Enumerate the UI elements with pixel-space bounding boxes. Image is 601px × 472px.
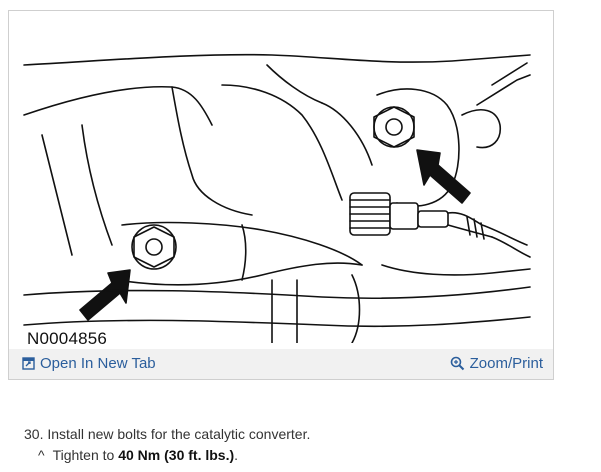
- oxygen-sensor: [349, 192, 531, 258]
- open-in-new-tab-icon: [22, 357, 35, 370]
- figure-action-bar: Open In New Tab Zoom/Print: [9, 349, 553, 379]
- torque-spec: 40 Nm (30 ft. lbs.): [118, 447, 235, 463]
- substep-prefix: Tighten to: [52, 447, 119, 463]
- lower-arrow: [79, 269, 131, 321]
- upper-arrow: [416, 149, 471, 204]
- figure-container: N0004856 Open In New Tab Zoom/Print: [8, 10, 554, 380]
- zoom-print-link[interactable]: Zoom/Print: [450, 355, 543, 372]
- open-in-new-tab-link[interactable]: Open In New Tab: [22, 355, 156, 372]
- instruction-substep: ^ Tighten to 40 Nm (30 ft. lbs.).: [38, 447, 238, 463]
- instruction-step: 30. Install new bolts for the catalytic …: [24, 426, 311, 442]
- upper-bolt: [373, 106, 415, 148]
- substep-marker: ^: [38, 447, 45, 463]
- catalytic-converter-bolt-illustration: [23, 53, 531, 343]
- zoom-print-label: Zoom/Print: [469, 355, 543, 372]
- figure-id-label: N0004856: [27, 329, 108, 348]
- magnifier-zoom-icon: [450, 356, 464, 371]
- substep-suffix: .: [234, 447, 239, 463]
- lower-bolt: [131, 224, 177, 270]
- open-in-new-tab-label: Open In New Tab: [40, 355, 156, 372]
